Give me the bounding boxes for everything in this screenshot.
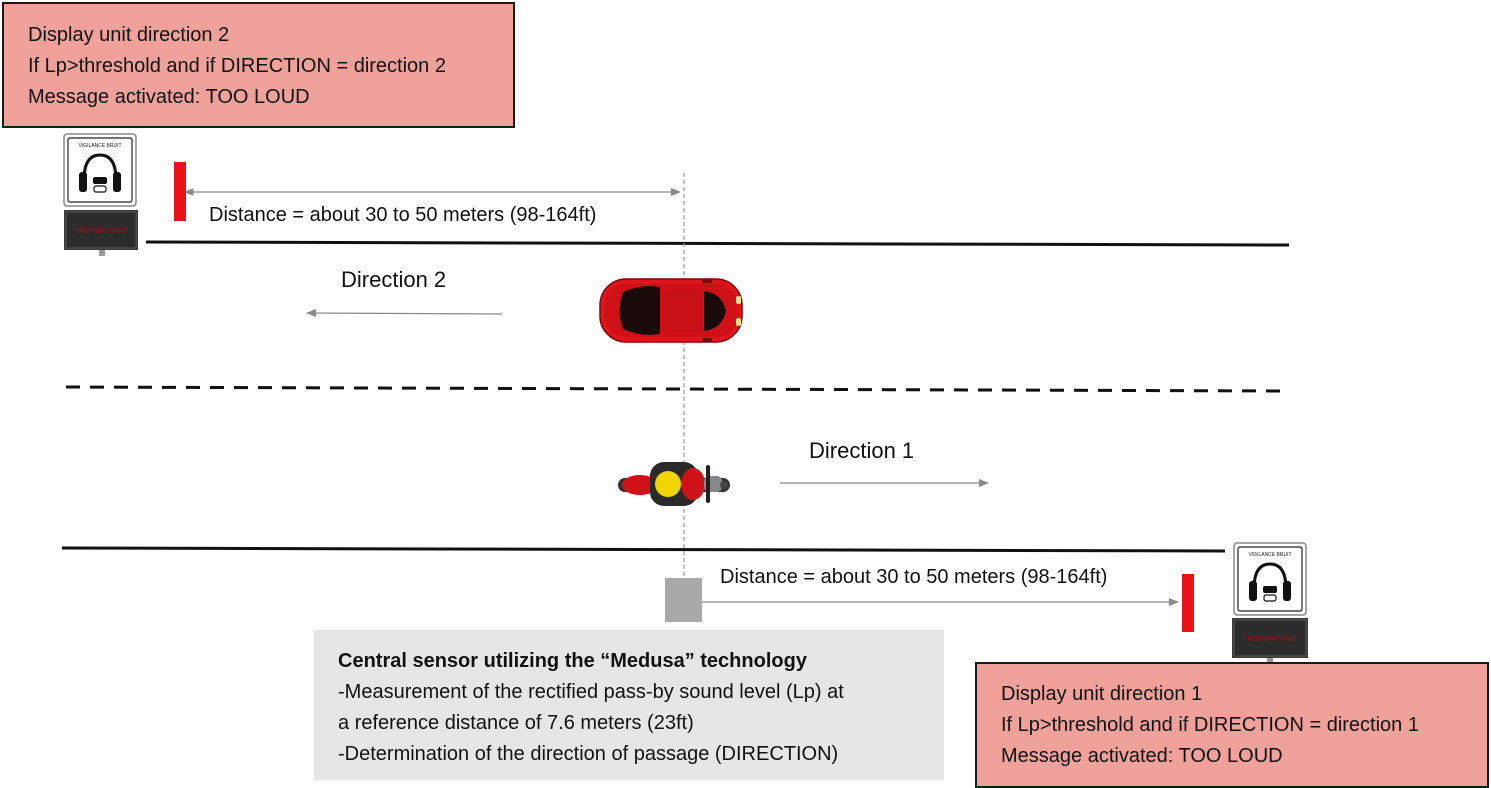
direction-1-label: Direction 1 (809, 438, 915, 463)
display-unit-1-title: Display unit direction 1 (1001, 683, 1203, 705)
display-unit-1-sign: VIGILANCE BRUIT TROP BRUYANT (1232, 542, 1308, 664)
display-unit-1-message: Message activated: TOO LOUD (1001, 745, 1283, 767)
road-edge-top (145, 240, 1290, 247)
distance-label-bottom: Distance = about 30 to 50 meters (98-164… (720, 566, 1108, 588)
display-unit-direction-2-box: Display unit direction 2 If Lp>threshold… (2, 2, 515, 128)
distance-arrow-top-start (183, 188, 194, 196)
distance-label-top: Distance = about 30 to 50 meters (98-164… (209, 204, 597, 226)
sign-text: VIGILANCE BRUIT (78, 143, 121, 149)
red-car (599, 278, 743, 343)
display-unit-1-condition: If Lp>threshold and if DIRECTION = direc… (1001, 714, 1419, 736)
road-edge-bottom (61, 546, 1226, 553)
display-unit-2-sign: VIGILANCE BRUIT TROP BRUYANT (63, 133, 138, 256)
led-panel-text: TROP BRUYANT (1243, 636, 1298, 643)
sensor-line-3: -Determination of the direction of passa… (338, 743, 839, 765)
motorbike (618, 462, 730, 506)
red-marker-top (174, 162, 186, 221)
display-unit-2-condition: If Lp>threshold and if DIRECTION = direc… (28, 55, 446, 77)
red-marker-bottom (1182, 574, 1194, 632)
display-unit-2-message: Message activated: TOO LOUD (28, 86, 310, 108)
direction-2-arrow (306, 309, 503, 318)
sign-text: VIGILANCE BRUIT (1248, 552, 1291, 558)
sensor-line-1: -Measurement of the rectified pass-by so… (338, 681, 844, 703)
sensor-line-2: a reference distance of 7.6 meters (23ft… (338, 712, 694, 734)
direction-2-label: Direction 2 (341, 267, 447, 292)
central-sensor (665, 578, 702, 622)
led-panel-text: TROP BRUYANT (74, 228, 129, 235)
road-center-dashed-line (65, 385, 1290, 393)
sensor-title: Central sensor utilizing the “Medusa” te… (338, 650, 807, 672)
display-unit-2-title: Display unit direction 2 (28, 24, 230, 46)
display-unit-direction-1-box: Display unit direction 1 If Lp>threshold… (975, 662, 1489, 788)
central-sensor-description: Central sensor utilizing the “Medusa” te… (314, 630, 944, 780)
